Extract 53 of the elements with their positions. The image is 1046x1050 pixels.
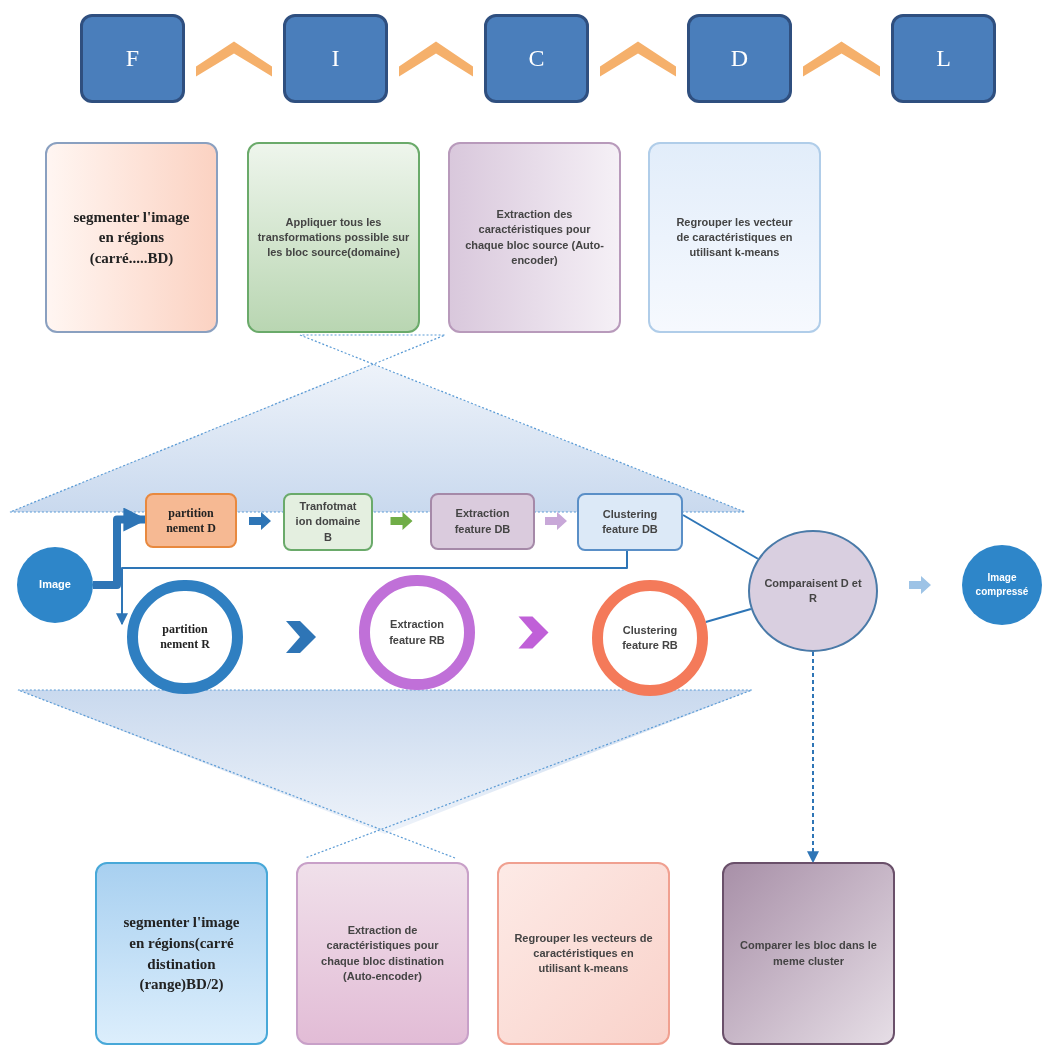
letter-box [283,14,388,103]
block-arrow [545,512,567,530]
step-box [497,862,670,1045]
node-label: partition nement D [165,505,217,536]
step-box [45,142,218,333]
caret-connector [803,41,880,77]
node-label: C [528,44,545,73]
arrow [116,550,628,626]
caret-connector [196,41,272,77]
node-label: partition nement R [159,622,211,652]
letter-box [484,14,589,103]
node-label: Comparer les bloc dans le meme cluster [740,938,877,969]
node-label: Image compressé [974,571,1030,599]
arrow [93,507,148,589]
node-label: Tranfotmat ion domaine B [294,499,362,545]
process-box [430,493,535,550]
letter-box [687,14,792,103]
node-label: I [331,44,340,73]
chevron-arrow [286,621,316,653]
node-label: D [730,44,749,73]
node-label: Extraction des caractéristiques pour chaque bloc source (Auto-encoder) [464,207,605,268]
chevron-arrow [518,616,549,649]
letter-box [891,14,996,103]
block-arrow [390,512,413,530]
node-label: Regrouper les vecteurs de caractéristiques en utilisant k-means [513,930,654,977]
caret-connector [399,41,473,77]
step-box [722,862,895,1045]
node-label: Clustering feature RB [621,622,679,653]
process-box [145,493,237,548]
block-arrow [909,576,931,594]
node-label: Comparaisent D et R [763,575,863,606]
step-box [648,142,821,333]
node-label: Extraction feature DB [453,506,512,537]
step-box [95,862,268,1045]
process-box [283,493,373,551]
node-label: L [936,44,951,73]
node-label: Extraction de caractéristiques pour chaque bloc distination (Auto-encoder) [320,923,445,984]
node-label: Image [39,577,71,593]
caret-connector [600,41,676,77]
step-box [448,142,621,333]
arrow [807,651,819,864]
step-box [296,862,469,1045]
node-label: segmenter l'image en régions (carré.....BD) [72,207,191,268]
node-label: Appliquer tous les transformations possible sur les bloc source(domaine) [257,214,410,261]
process-box [577,493,683,551]
node-label: F [125,44,140,73]
node-label: Clustering feature DB [601,506,659,537]
node-label: Extraction feature RB [388,617,446,648]
letter-box [80,14,185,103]
step-box [247,142,420,333]
block-arrow [249,512,271,530]
node-label: Regrouper les vecteur de caractéristiques en utilisant k-means [675,214,794,261]
node-label: segmenter l'image en régions(carré distination (range)BD/2) [122,913,241,995]
